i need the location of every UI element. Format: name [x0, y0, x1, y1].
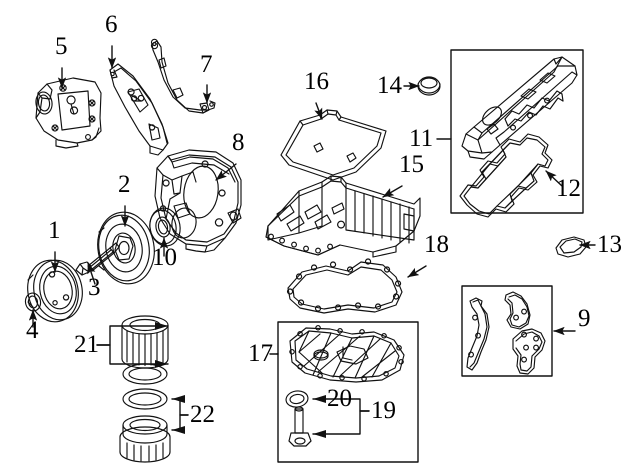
part-drain-plug-washer: [285, 390, 309, 408]
callout-10[interactable]: 10: [152, 244, 177, 271]
part-drain-plug: [288, 406, 312, 447]
callout-13[interactable]: 13: [597, 231, 622, 258]
callout-2[interactable]: 2: [118, 171, 131, 198]
bracket-21-bottom: [96, 344, 169, 365]
part-oil-filter-element: [121, 315, 169, 369]
leader-3: [87, 262, 96, 285]
part-lower-oil-pan: [289, 325, 405, 383]
part-valve-cover-gasket: [459, 133, 553, 218]
callout-14[interactable]: 14: [377, 72, 402, 99]
callout-21[interactable]: 21: [74, 331, 99, 358]
part-oil-pump-housing: [35, 77, 102, 149]
arrow-21-top: [155, 322, 168, 330]
part-o-ring-seal: [24, 292, 42, 312]
part-timing-cover: [154, 149, 242, 253]
callout-5[interactable]: 5: [55, 33, 68, 60]
group-box-lower-pan: [277, 321, 419, 463]
part-lower-oil-pan-gasket: [286, 258, 403, 314]
leader-18: [407, 265, 427, 278]
group-box-gasket-set: [461, 285, 553, 377]
part-filter-element-o-ring: [122, 363, 168, 385]
part-upper-oil-pan: [265, 175, 421, 258]
part-timing-chain-tensioner-rail: [150, 38, 216, 114]
callout-20[interactable]: 20: [327, 385, 352, 412]
callout-17[interactable]: 17: [248, 340, 273, 367]
part-upper-oil-pan-gasket: [280, 109, 387, 181]
callout-7[interactable]: 7: [200, 51, 213, 78]
callout-11[interactable]: 11: [409, 125, 434, 152]
arrow-19-bottom: [313, 430, 326, 438]
leader-lines: [28, 45, 596, 438]
part-oval-seal: [555, 236, 587, 258]
callout-16[interactable]: 16: [304, 68, 329, 95]
bracket-19-bottom: [312, 410, 370, 435]
callout-8[interactable]: 8: [232, 129, 245, 156]
arrow-21-bottom: [155, 360, 168, 368]
arrow-22-top: [172, 395, 185, 403]
callout-9[interactable]: 9: [578, 305, 591, 332]
part-crankshaft-pulley: [27, 259, 83, 323]
leader-15: [382, 185, 403, 198]
callout-19[interactable]: 19: [371, 397, 396, 424]
leader-12: [545, 170, 563, 187]
part-oil-filler-cap: [417, 76, 441, 96]
part-gasket-set: [466, 291, 546, 375]
callout-6[interactable]: 6: [105, 11, 118, 38]
callout-12[interactable]: 12: [556, 175, 581, 202]
leader-16: [314, 102, 323, 120]
part-timing-chain-guide-rail: [109, 63, 169, 156]
part-valve-cover-body: [461, 56, 578, 160]
leader-8: [215, 163, 237, 181]
part-filter-cap-o-ring: [122, 388, 168, 410]
part-oil-filter-cap: [119, 415, 171, 463]
callout-22[interactable]: 22: [190, 401, 215, 428]
callout-3[interactable]: 3: [88, 274, 101, 301]
part-vibration-damper: [97, 211, 155, 285]
callout-1[interactable]: 1: [48, 217, 61, 244]
arrow-22-bottom: [172, 426, 185, 434]
callout-15[interactable]: 15: [399, 151, 424, 178]
callout-18[interactable]: 18: [424, 231, 449, 258]
arrow-19-top: [313, 395, 326, 403]
callout-4[interactable]: 4: [26, 317, 39, 344]
group-box-valve-cover: [450, 49, 584, 214]
